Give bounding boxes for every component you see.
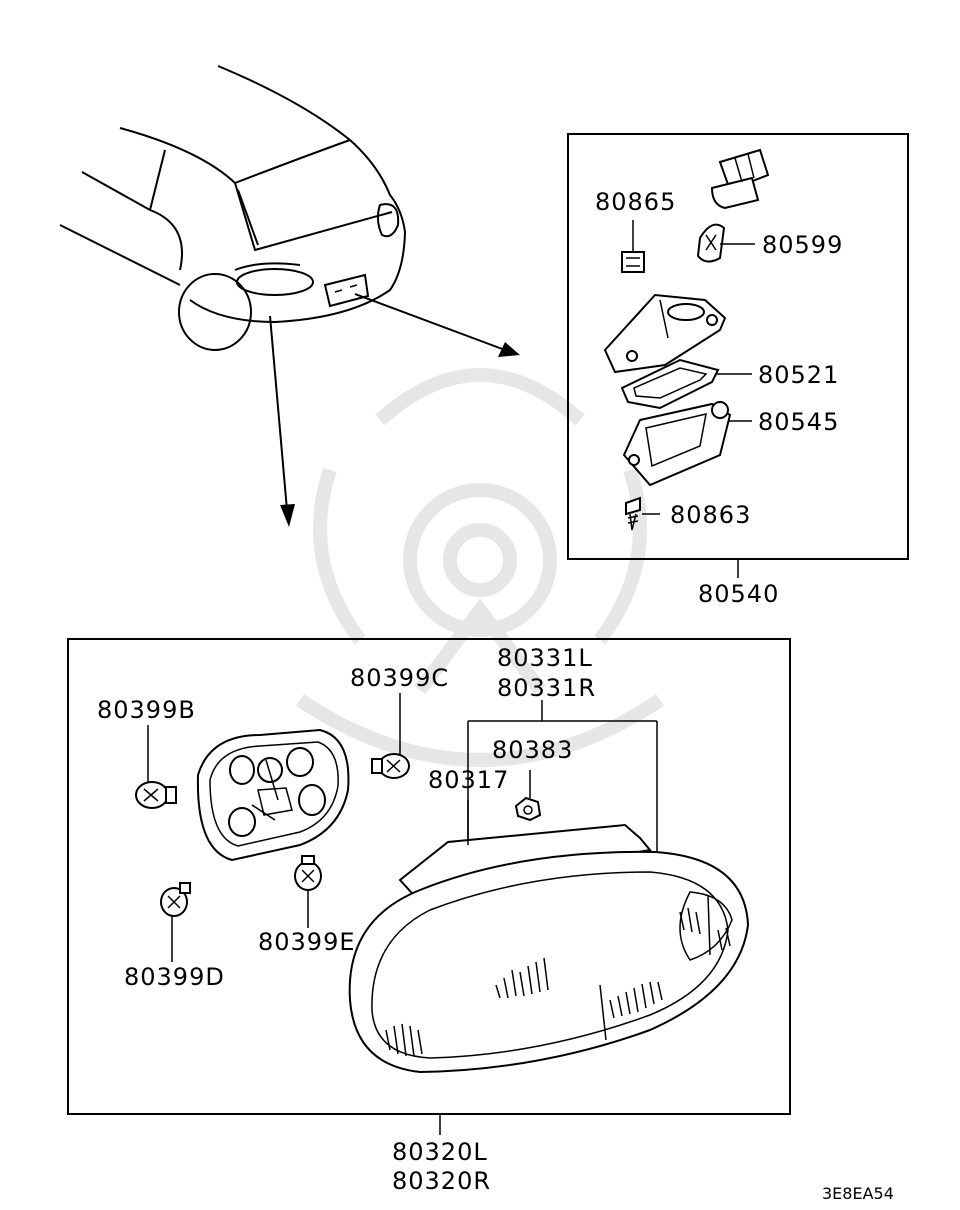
bulb-80399c <box>371 693 410 779</box>
lens-80545 <box>622 401 752 487</box>
label-80599: 80599 <box>762 231 843 259</box>
label-80383: 80383 <box>492 736 573 764</box>
clip-80865 <box>621 220 645 273</box>
label-80320l: 80320L <box>392 1138 488 1166</box>
arrow-to-tail-lamp <box>269 315 295 527</box>
gasket-80521 <box>620 358 752 410</box>
label-80521: 80521 <box>758 361 839 389</box>
label-80317: 80317 <box>428 766 509 794</box>
socket-part <box>710 148 770 210</box>
lamp-housing <box>603 293 727 374</box>
watermark-emblem <box>296 368 664 767</box>
bulb-80399b <box>135 725 177 809</box>
label-80399e: 80399E <box>258 928 356 956</box>
label-80399b: 80399B <box>97 696 196 724</box>
tail-lamp-lens <box>348 800 750 1074</box>
label-80863: 80863 <box>670 501 751 529</box>
label-80399d: 80399D <box>124 963 225 991</box>
nut-80383 <box>514 770 542 822</box>
label-80320r: 80320R <box>392 1167 491 1195</box>
label-80331l: 80331L <box>497 644 593 672</box>
bulb-80399d <box>160 882 191 962</box>
car-rear-view <box>59 65 407 351</box>
bulb-80599 <box>696 223 755 263</box>
socket-board <box>196 728 350 862</box>
label-80331r: 80331R <box>497 674 596 702</box>
tail-lamp-box <box>67 638 791 1115</box>
label-80399c: 80399C <box>350 664 449 692</box>
bulb-80399e <box>294 855 322 928</box>
label-80545: 80545 <box>758 408 839 436</box>
label-80540: 80540 <box>698 580 779 608</box>
arrow-to-license-lamp <box>354 293 520 357</box>
diagram-code: 3E8EA54 <box>822 1184 894 1203</box>
label-80865: 80865 <box>595 188 676 216</box>
screw-80863 <box>625 496 660 531</box>
